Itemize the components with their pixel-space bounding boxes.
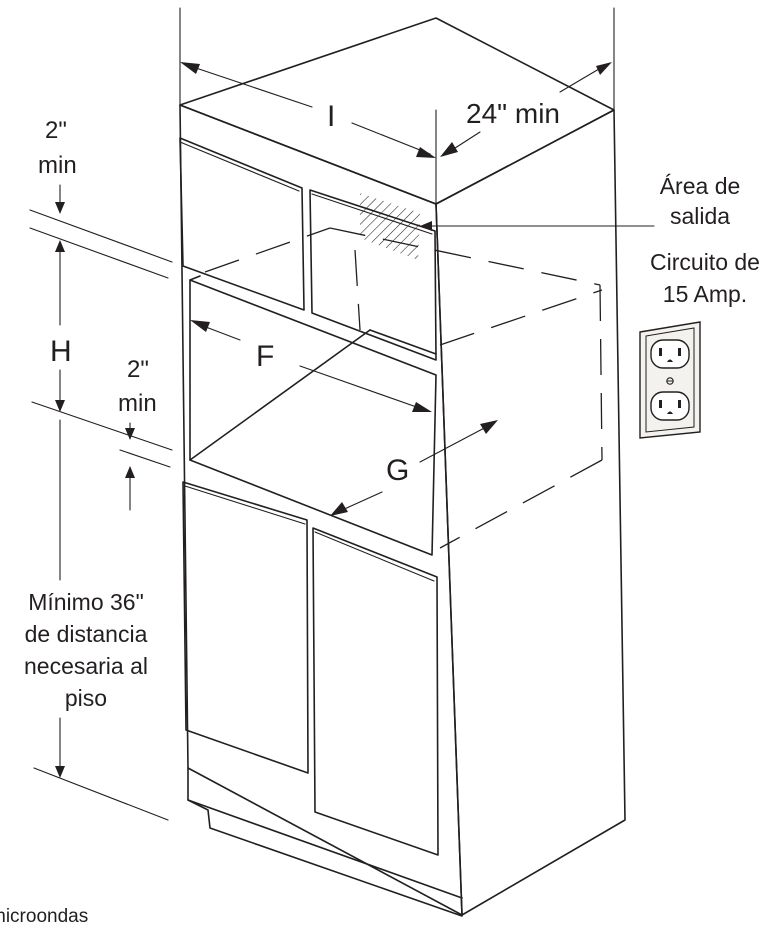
wall-oven-opening <box>189 275 437 556</box>
lower-left-door <box>182 481 309 774</box>
microwave-dashed-outline <box>204 227 603 549</box>
bottom-gap-unit: min <box>118 390 157 417</box>
top-gap-unit: min <box>38 152 77 179</box>
floor-label-line3: necesaria al <box>24 653 148 679</box>
upper-left-door <box>179 137 305 311</box>
dimension-i-label: I <box>327 100 335 133</box>
dimension-height-h <box>29 209 173 451</box>
dimension-depth-label: 24" min <box>466 98 560 129</box>
dimension-floor <box>33 419 169 821</box>
caption-fragment: microondas <box>0 906 88 926</box>
bottom-gap-arrows <box>119 422 171 511</box>
dimension-g-label: G <box>386 454 409 487</box>
circuit-label-line1: Circuito de <box>650 249 760 275</box>
lower-right-door <box>312 527 439 856</box>
outlet-area-label-line2: salida <box>670 203 730 229</box>
dimension-width-f <box>190 320 432 412</box>
top-gap-value: 2" <box>45 117 67 144</box>
outlet-leader-arrow <box>420 221 432 231</box>
dimension-width-i <box>179 7 437 205</box>
dimension-f-label: F <box>256 340 274 373</box>
outlet-area-label-line1: Área de <box>660 173 741 199</box>
floor-label-line4: piso <box>65 685 107 711</box>
dimension-depth-top <box>440 7 615 157</box>
circuit-label-line2: 15 Amp. <box>663 281 747 307</box>
top-gap-arrows <box>55 184 65 214</box>
dimension-h-label: H <box>50 335 72 368</box>
dimension-depth-g <box>330 420 498 516</box>
floor-label-line1: Mínimo 36" <box>28 589 144 615</box>
wall-outlet-icon <box>639 321 701 439</box>
floor-label-line2: de distancia <box>25 621 148 647</box>
bottom-gap-value: 2" <box>127 356 149 383</box>
outlet-area-hatch <box>360 193 420 260</box>
